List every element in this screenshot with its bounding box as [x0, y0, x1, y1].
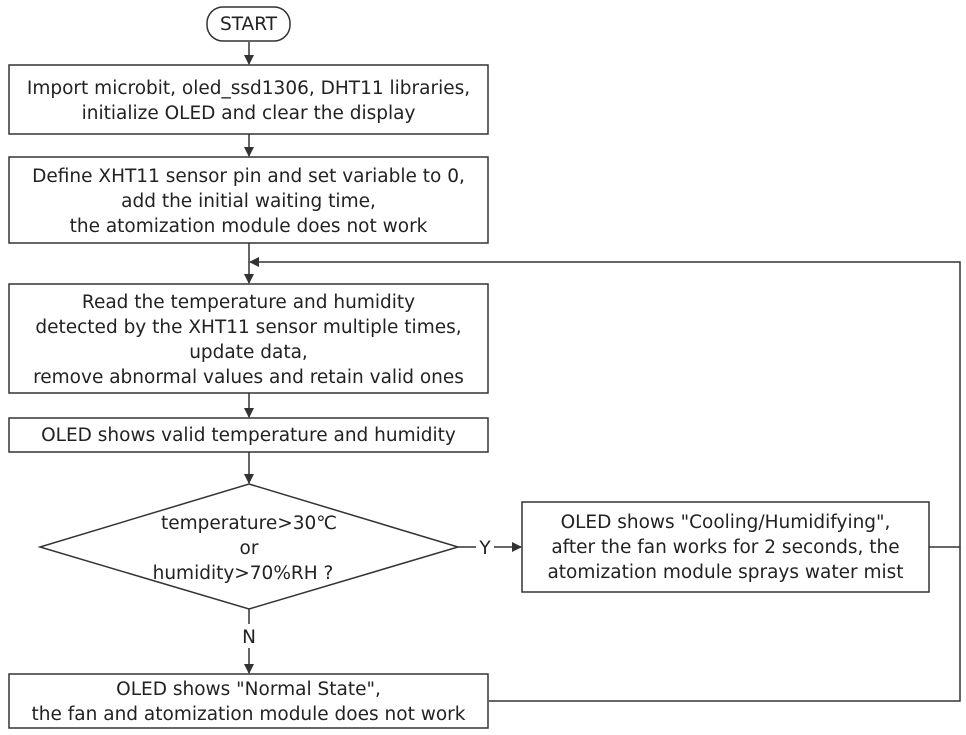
define-box: Define XHT11 sensor pin and set variable… — [8, 156, 489, 244]
normal-line-2: the fan and atomization module does not … — [32, 704, 466, 725]
define-line-2: add the initial waiting time, — [121, 191, 376, 212]
define-line-1: Define XHT11 sensor pin and set variable… — [32, 166, 465, 187]
start-label: START — [220, 14, 278, 35]
cooling-line-3: atomization module sprays water mist — [547, 562, 903, 583]
decision-line-3: humidity>70%RH ? — [153, 563, 334, 584]
show-box: OLED shows valid temperature and humidit… — [8, 417, 489, 453]
normal-line-1: OLED shows "Normal State", — [116, 679, 381, 700]
define-line-3: the atomization module does not work — [70, 216, 428, 237]
decision-diamond: temperature>30℃ or humidity>70%RH ? — [37, 483, 461, 610]
read-line-1: Read the temperature and humidity — [82, 292, 415, 313]
read-line-4: remove abnormal values and retain valid … — [33, 367, 464, 388]
yes-label: Y — [478, 538, 491, 559]
cooling-box: OLED shows "Cooling/Humidifying", after … — [521, 501, 930, 593]
read-box: Read the temperature and humidity detect… — [8, 283, 489, 394]
import-line-2: initialize OLED and clear the display — [82, 103, 416, 124]
read-line-2: detected by the XHT11 sensor multiple ti… — [35, 317, 461, 338]
normal-box: OLED shows "Normal State", the fan and a… — [8, 673, 489, 729]
import-box: Import microbit, oled_ssd1306, DHT11 lib… — [8, 64, 489, 135]
decision-line-1: temperature>30℃ — [161, 513, 337, 534]
cooling-line-2: after the fan works for 2 seconds, the — [551, 537, 899, 558]
show-line-1: OLED shows valid temperature and humidit… — [41, 425, 456, 446]
connectors — [244, 42, 961, 702]
cooling-line-1: OLED shows "Cooling/Humidifying", — [561, 512, 891, 533]
no-label: N — [242, 627, 256, 648]
decision-line-2: or — [240, 538, 259, 559]
loop-from-cooling — [249, 257, 961, 548]
start-node: START — [206, 6, 291, 42]
read-line-3: update data, — [189, 342, 308, 363]
import-line-1: Import microbit, oled_ssd1306, DHT11 lib… — [27, 78, 470, 99]
loop-from-normal — [489, 547, 961, 702]
